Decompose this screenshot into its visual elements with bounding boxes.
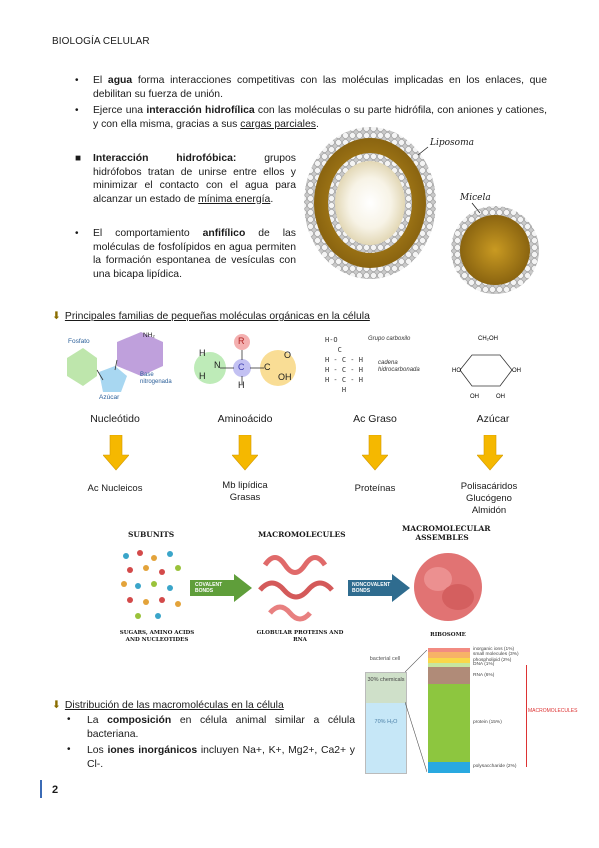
amino-c2: C: [264, 362, 271, 372]
sugar-structure: CH₂OH HO OH OH OH: [452, 336, 521, 400]
amino-acid-structure: [194, 334, 296, 386]
composition-segment: [428, 648, 470, 652]
monomer-sugar: Azúcar: [476, 413, 510, 425]
amino-h3: H: [238, 380, 245, 390]
svg-text:OH: OH: [470, 394, 479, 400]
amino-oh: OH: [278, 372, 292, 382]
water-portion: 70% H₂O: [366, 703, 406, 773]
subunits-dots: [121, 550, 181, 619]
amino-h2: H: [199, 371, 206, 381]
paragraph-amphiphilic: El comportamiento anfifílico de las molé…: [93, 228, 296, 280]
sugar-label: Azúcar: [99, 394, 120, 401]
paragraph-ions: Los iones inorgánicos incluyen Na+, K+, …: [87, 745, 355, 770]
section-heading-distribution: ⬇ Distribución de las macromoléculas en …: [52, 700, 284, 711]
bullet-dot: •: [75, 75, 79, 86]
svg-text:HO: HO: [452, 368, 461, 374]
page-number: 2: [52, 784, 59, 796]
base-label: Base nitrogenada: [140, 372, 172, 385]
composition-segment-label: inorganic ions (1%): [473, 646, 515, 652]
macromolecules-caption: GLOBULAR PROTEINS AND RNA: [256, 630, 344, 643]
nucleotide-structure: [67, 332, 163, 392]
amino-o: O: [284, 350, 292, 360]
amino-c: C: [238, 362, 245, 372]
noncovalent-bonds-label: NONCOVALENT BONDS: [352, 582, 391, 594]
composition-segment-label: phospholipid (2%): [473, 657, 512, 663]
paragraph-hydrophobic: Interacción hidrofóbica: grupos hidrófob…: [93, 153, 296, 205]
svg-text:OH: OH: [512, 368, 521, 374]
paragraph-water: El agua forma interacciones competitivas…: [93, 75, 547, 100]
down-arrow-icon: ⬇: [52, 311, 61, 322]
subunits-caption: SUGARS, AMINO ACIDS AND NUCLEOTIDES: [119, 630, 195, 643]
macromolecules-bracket-label: MACROMOLECULES: [528, 708, 578, 714]
fatty-carboxyl-label: Grupo carboxilo: [368, 336, 411, 342]
yellow-down-arrow-icon: [232, 435, 258, 471]
macromolecules-figure: [258, 555, 334, 622]
macromolecules-bracket: [522, 665, 527, 767]
bullet-dot: •: [75, 228, 79, 239]
composition-segment: [428, 761, 470, 773]
monomer-fatty-acid: Ac Graso: [353, 413, 397, 425]
micelle-figure: [451, 206, 539, 294]
bacterial-cell-label: bacterial cell: [369, 656, 401, 662]
yellow-down-arrow-icon: [477, 435, 503, 471]
down-arrow-icon: ⬇: [52, 700, 61, 711]
composition-segment: [428, 658, 470, 663]
composition-segment-label: small molecules (3%): [473, 651, 519, 657]
monomer-aminoacid: Aminoácido: [217, 413, 273, 425]
bacterial-cell-bar: 30% chemicals 70% H₂O: [365, 672, 407, 774]
composition-segment: [428, 666, 470, 685]
product-proteins: Proteínas: [354, 483, 396, 494]
composition-stack-labels: inorganic ions (1%)small molecules (3%)p…: [473, 646, 543, 773]
composition-connector-lines: [405, 650, 427, 773]
bullet-dot: •: [67, 714, 71, 725]
ribosome-caption: RIBOSOME: [430, 632, 466, 638]
composition-segment-label: DNA (1%): [473, 661, 495, 667]
yellow-down-arrow-icon: [103, 435, 129, 471]
monomer-nucleotide: Nucleótido: [90, 413, 140, 425]
macromolecular-assembly-figure: [414, 553, 482, 621]
composition-stack-bar: [428, 648, 470, 773]
page-number-bar: [40, 780, 42, 798]
amino-n: N: [214, 360, 221, 370]
subunits-heading: SUBUNITS: [128, 530, 175, 539]
composition-segment-label: RNA (6%): [473, 672, 495, 678]
paragraph-hydrophilic: Ejerce una interacción hidrofílica con l…: [93, 105, 547, 130]
chemicals-portion: 30% chemicals: [366, 673, 406, 703]
svg-text:CH₂OH: CH₂OH: [478, 336, 498, 342]
page-header: BIOLOGÍA CELULAR: [52, 36, 150, 47]
micelle-label: Micela: [460, 193, 491, 203]
covalent-bonds-label: COVALENT BONDS: [195, 582, 223, 594]
composition-segment: [428, 651, 470, 658]
amino-r: R: [238, 336, 245, 346]
svg-text:OH: OH: [496, 394, 505, 400]
liposome-figure: [304, 127, 436, 279]
product-nucleic-acids: Ac Nucleicos: [87, 483, 143, 494]
phosphate-label: Fosfato: [68, 338, 90, 345]
composition-segment: [428, 684, 470, 762]
liposome-micelle-illustration: [304, 127, 539, 294]
nh2-label: NH₂: [143, 332, 155, 339]
paragraph-composition: La composición en célula animal similar …: [87, 715, 355, 740]
noncovalent-bonds-arrow: [348, 574, 410, 602]
covalent-bonds-arrow: [190, 574, 252, 602]
amino-h1: H: [199, 348, 206, 358]
composition-segment-label: polysaccharide (2%): [473, 764, 517, 770]
bullet-dot: •: [75, 105, 79, 116]
liposome-label: Liposoma: [430, 138, 474, 148]
bullet-dot: •: [67, 744, 71, 755]
composition-segment: [428, 663, 470, 667]
composition-segment-label: protein (15%): [473, 720, 502, 725]
bullet-dot: ■: [75, 153, 82, 164]
macromolecules-heading: MACROMOLECULES: [258, 530, 346, 539]
fatty-chain-label: cadena hidrocarbonada: [378, 360, 420, 373]
yellow-down-arrow-icon: [362, 435, 388, 471]
section-heading-small-molecules: ⬇ Principales familias de pequeñas moléc…: [52, 311, 370, 322]
assemblies-heading: MACROMOLECULAR ASSEMBLES: [402, 524, 491, 542]
